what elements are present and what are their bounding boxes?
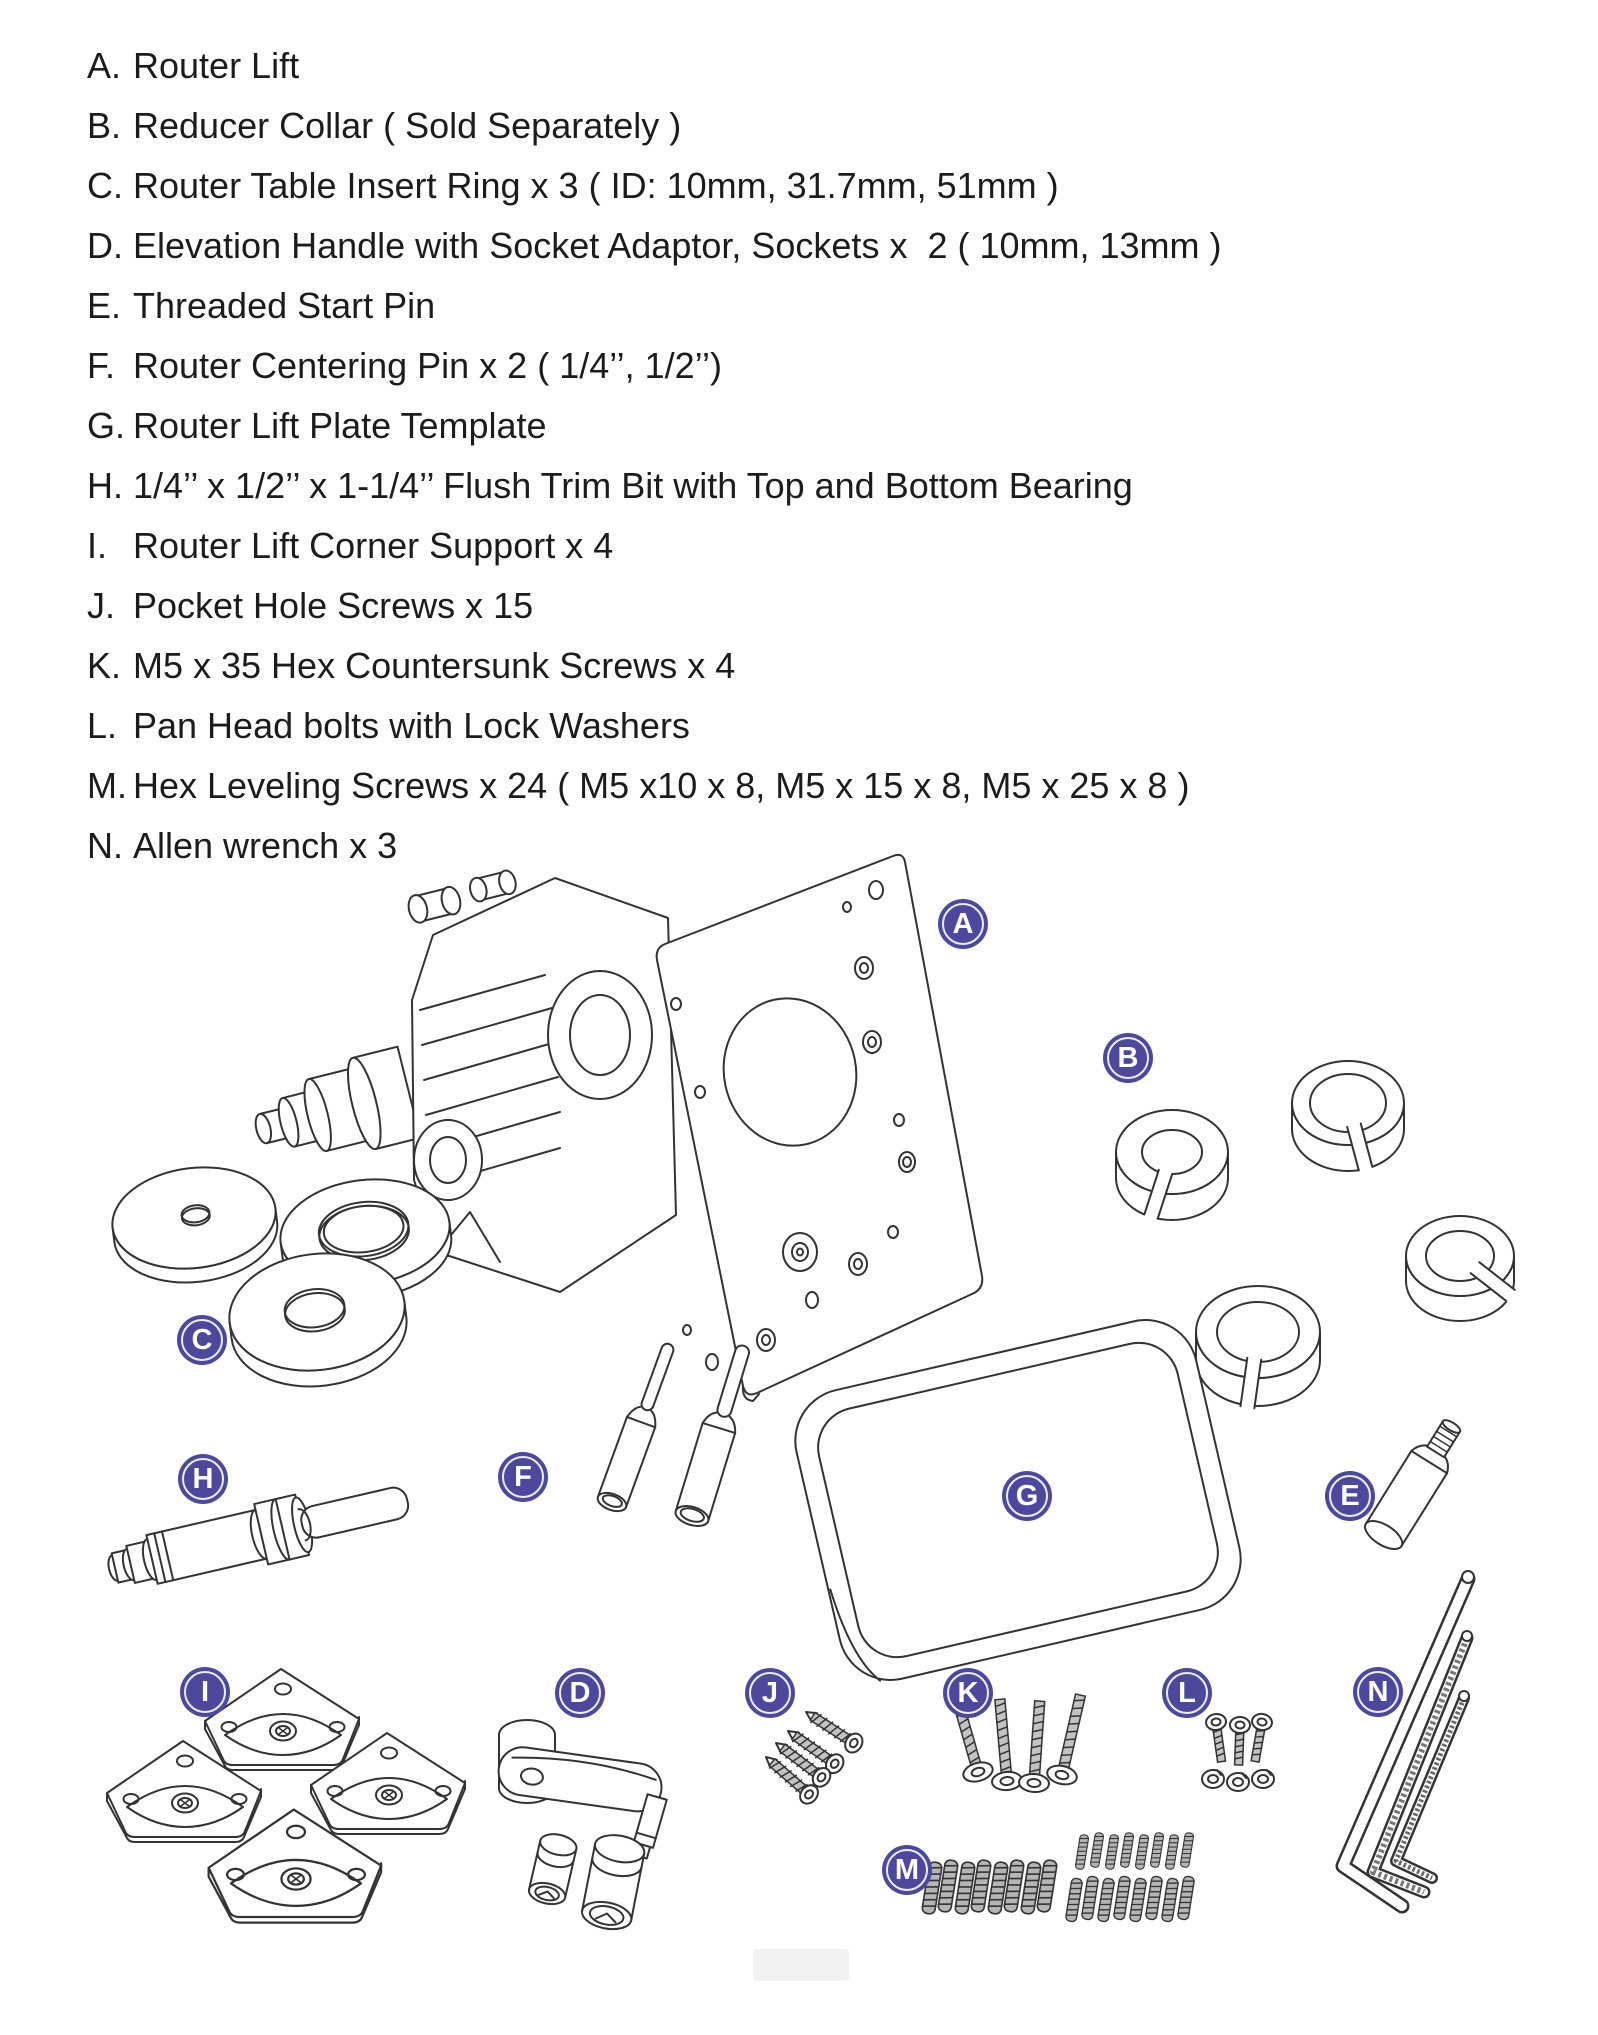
elevation-handle-drawing — [497, 1719, 668, 1931]
item-text: 1/4’’ x 1/2’’ x 1-1/4’’ Flush Trim Bit w… — [133, 465, 1133, 506]
allen-wrench — [1335, 1570, 1476, 1914]
parts-list-item: K. M5 x 35 Hex Countersunk Screws x 4 — [0, 636, 1598, 696]
item-letter: K. — [87, 645, 122, 686]
reducer-collar — [1195, 1285, 1321, 1411]
parts-list-item: L. Pan Head bolts with Lock Washers — [0, 696, 1598, 756]
part-badge-l: L — [1162, 1668, 1212, 1718]
item-text: Reducer Collar ( Sold Separately ) — [133, 105, 682, 146]
watermark-box — [753, 1949, 849, 1981]
socket-large — [580, 1834, 646, 1931]
reducer-collar — [1405, 1215, 1517, 1322]
allen-wrench-set — [1335, 1570, 1476, 1914]
flush-trim-bit-drawing — [107, 1486, 410, 1585]
part-badge-k: K — [943, 1668, 993, 1718]
part-badge-n: N — [1353, 1667, 1403, 1717]
parts-list-item: J. Pocket Hole Screws x 15 — [0, 576, 1598, 636]
parts-list-item: D.Elevation Handle with Socket Adaptor, … — [0, 216, 1598, 276]
reducer-collar — [1291, 1060, 1405, 1173]
item-text: Allen wrench x 3 — [133, 825, 398, 866]
item-letter: F. — [87, 345, 116, 386]
item-letter: N. — [87, 825, 123, 866]
item-text: Router Lift Corner Support x 4 — [133, 525, 614, 566]
start-pin-drawing — [1364, 1419, 1462, 1551]
item-letter: C. — [87, 165, 123, 206]
item-letter: L. — [87, 705, 118, 746]
item-text: Router Centering Pin x 2 ( 1/4’’, 1/2’’) — [133, 345, 722, 386]
item-text: Pan Head bolts with Lock Washers — [133, 705, 690, 746]
item-text: Threaded Start Pin — [133, 285, 436, 326]
part-badge-e: E — [1325, 1471, 1375, 1521]
parts-list-item: N.Allen wrench x 3 — [0, 816, 1598, 876]
parts-list-item: G.Router Lift Plate Template — [0, 396, 1598, 456]
item-text: Elevation Handle with Socket Adaptor, So… — [133, 225, 1222, 266]
item-letter: G. — [87, 405, 126, 446]
item-letter: M. — [87, 765, 127, 806]
part-badge-i: I — [180, 1667, 230, 1717]
part-badge-f: F — [498, 1452, 548, 1502]
pan-head-bolt-set — [1201, 1711, 1275, 1792]
insert-ring — [228, 1252, 408, 1388]
item-text: Router Lift — [133, 45, 300, 86]
item-text: Router Table Insert Ring x 3 ( ID: 10mm,… — [133, 165, 1059, 206]
item-letter: D. — [87, 225, 123, 266]
item-text: Router Lift Plate Template — [133, 405, 547, 446]
reducer-collar-set — [1115, 1060, 1517, 1411]
allen-wrench — [1366, 1630, 1474, 1899]
parts-list-item: I. Router Lift Corner Support x 4 — [0, 516, 1598, 576]
part-badge-j: J — [745, 1668, 795, 1718]
leveling-screw-set — [920, 1831, 1196, 1923]
parts-list-item: F. Router Centering Pin x 2 ( 1/4’’, 1/2’… — [0, 336, 1598, 396]
parts-list-item: C.Router Table Insert Ring x 3 ( ID: 10m… — [0, 156, 1598, 216]
part-badge-a: A — [938, 899, 988, 949]
parts-list: A. Router Lift B. Reducer Collar ( Sold Se… — [0, 36, 1598, 876]
router-lift-plate — [655, 853, 984, 1402]
item-letter: J. — [87, 585, 116, 626]
corner-support-set — [106, 1668, 466, 1924]
parts-list-item: B. Reducer Collar ( Sold Separately ) — [0, 96, 1598, 156]
parts-list-item: A. Router Lift — [0, 36, 1598, 96]
centering-pin — [596, 1342, 675, 1513]
reducer-collar — [1115, 1109, 1229, 1221]
item-letter: I. — [87, 525, 108, 566]
item-text: Pocket Hole Screws x 15 — [133, 585, 534, 626]
insert-ring-set — [111, 1166, 453, 1388]
item-text: Hex Leveling Screws x 24 ( M5 x10 x 8, M… — [133, 765, 1190, 806]
centering-pin — [674, 1344, 750, 1527]
item-letter: E. — [87, 285, 122, 326]
router-lift-drawing — [254, 853, 984, 1402]
part-badge-h: H — [178, 1454, 228, 1504]
insert-ring — [111, 1166, 279, 1284]
part-badge-g: G — [1002, 1471, 1052, 1521]
socket-small — [527, 1833, 578, 1906]
item-text: M5 x 35 Hex Countersunk Screws x 4 — [133, 645, 736, 686]
parts-list-item: E. Threaded Start Pin — [0, 276, 1598, 336]
parts-list-item: M.Hex Leveling Screws x 24 ( M5 x10 x 8,… — [0, 756, 1598, 816]
parts-list-item: H.1/4’’ x 1/2’’ x 1-1/4’’ Flush Trim Bit… — [0, 456, 1598, 516]
item-letter: H. — [87, 465, 123, 506]
pocket-screw-set — [758, 1702, 867, 1809]
part-badge-d: D — [555, 1668, 605, 1718]
item-letter: B. — [87, 105, 122, 146]
part-badge-b: B — [1103, 1033, 1153, 1083]
item-letter: A. — [87, 45, 122, 86]
allen-wrench — [1390, 1690, 1470, 1884]
part-badge-m: M — [882, 1845, 932, 1895]
centering-pin-set — [596, 1342, 750, 1527]
part-badge-c: C — [177, 1315, 227, 1365]
